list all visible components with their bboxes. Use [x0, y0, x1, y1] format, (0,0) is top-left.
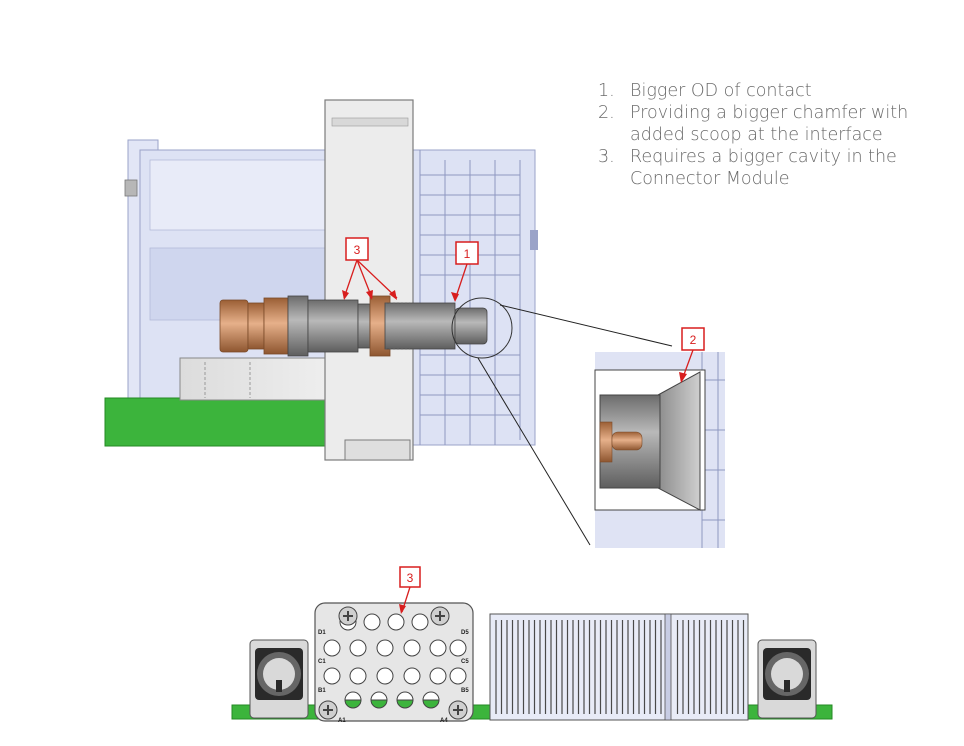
connector-module-face — [314, 602, 474, 722]
side-section-view — [104, 99, 538, 461]
housing-cavity-top — [149, 159, 331, 231]
svg-text:1: 1 — [464, 247, 471, 261]
chamfer-detail-view — [594, 352, 725, 548]
contact-shaft — [384, 302, 456, 350]
pin-label-b5: B5 — [461, 688, 469, 694]
note-item: 3.Requires a bigger cavity in the Connec… — [598, 147, 897, 189]
detail-leader-line — [499, 304, 673, 347]
pin-label-d5: D5 — [461, 630, 469, 636]
pcb-board — [104, 397, 351, 447]
housing-latch — [124, 179, 138, 197]
housing-clip — [530, 230, 538, 250]
pin-label-c5: C5 — [461, 659, 469, 665]
notes-list: 1.Bigger OD of contact 2.Providing a big… — [598, 80, 958, 190]
note-item: 2.Providing a bigger chamfer with added … — [598, 103, 909, 145]
screw-icon — [318, 606, 468, 720]
svg-text:2: 2 — [690, 333, 697, 347]
pin-label-c1: C1 — [318, 659, 326, 665]
right-latch — [757, 639, 817, 719]
pin-label-b1: B1 — [318, 688, 326, 694]
left-latch — [249, 639, 309, 719]
support-block — [179, 357, 336, 401]
detail-circle — [451, 297, 513, 359]
callout-1: 1 — [451, 241, 479, 302]
contact-tip — [454, 307, 488, 345]
pin-label-d1: D1 — [318, 630, 326, 636]
copper-contact-rear — [219, 299, 249, 353]
finned-module — [489, 613, 749, 721]
callout-2: 2 — [679, 327, 705, 383]
front-view: D1 C1 B1 A1 D5 C5 B5 A4 — [231, 602, 833, 724]
note-item: 1.Bigger OD of contact — [598, 81, 812, 101]
svg-text:3: 3 — [354, 243, 361, 257]
pin-label-a4: A4 — [440, 718, 448, 724]
chamfer-scoop — [657, 371, 701, 511]
housing-fins — [419, 150, 521, 445]
callout-3-top: 3 — [342, 237, 398, 300]
bottom-pin-row — [344, 691, 440, 709]
detail-leader-line — [477, 357, 591, 546]
callout-3-bottom: 3 — [399, 566, 421, 614]
contact-collar — [287, 295, 309, 357]
contact-body — [307, 299, 359, 353]
mating-block — [324, 99, 414, 461]
svg-text:3: 3 — [407, 571, 414, 585]
pin-label-a1: A1 — [338, 718, 346, 724]
pin-tip — [611, 431, 643, 451]
